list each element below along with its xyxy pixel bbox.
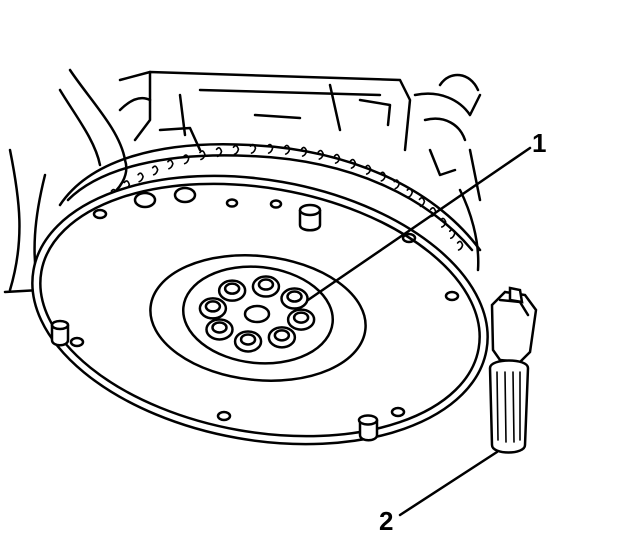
gear-tooth [379,171,387,182]
dowel-pins [50,203,379,442]
gear-tooth [215,146,223,158]
flywheel-bolt [286,308,316,331]
gear-tooth [333,153,341,164]
mounting-holes [69,186,460,422]
flywheel-bolt [251,275,281,298]
gear-tooth [199,150,206,161]
gear-tooth [317,149,325,160]
gear-tooth [448,228,456,240]
engine-block [3,68,482,297]
gear-tooth [300,146,308,157]
flywheel-bolt [233,330,263,353]
gear-tooth [167,159,174,170]
gear-tooth [249,143,257,154]
gear-tooth [439,217,447,228]
callout-2-leader [398,450,499,517]
flywheel-bolt [198,297,228,320]
callout-2-label: 2 [379,506,393,536]
gear-tooth [232,144,240,156]
flywheel [31,174,489,446]
gear-tooth [137,172,144,183]
gear-tooth [349,158,357,169]
flywheel-bolt [267,326,297,349]
callout-1-leader [306,146,532,302]
callout-1-label: 1 [532,128,546,158]
gear-tooth [418,197,426,208]
flywheel-bolt [205,318,234,341]
gear-tooth [364,164,372,175]
gear-tooth [456,240,464,251]
flywheel-holding-tool [488,286,538,454]
flywheel-bolt [217,279,247,302]
gear-tooth [182,154,190,165]
flywheel-bolts [198,275,316,353]
gear-tooth [283,144,291,155]
flywheel-bolt [280,287,309,310]
gear-tooth [266,143,274,154]
gear-tooth [406,187,414,198]
gear-tooth [393,179,401,190]
gear-tooth [151,165,159,176]
